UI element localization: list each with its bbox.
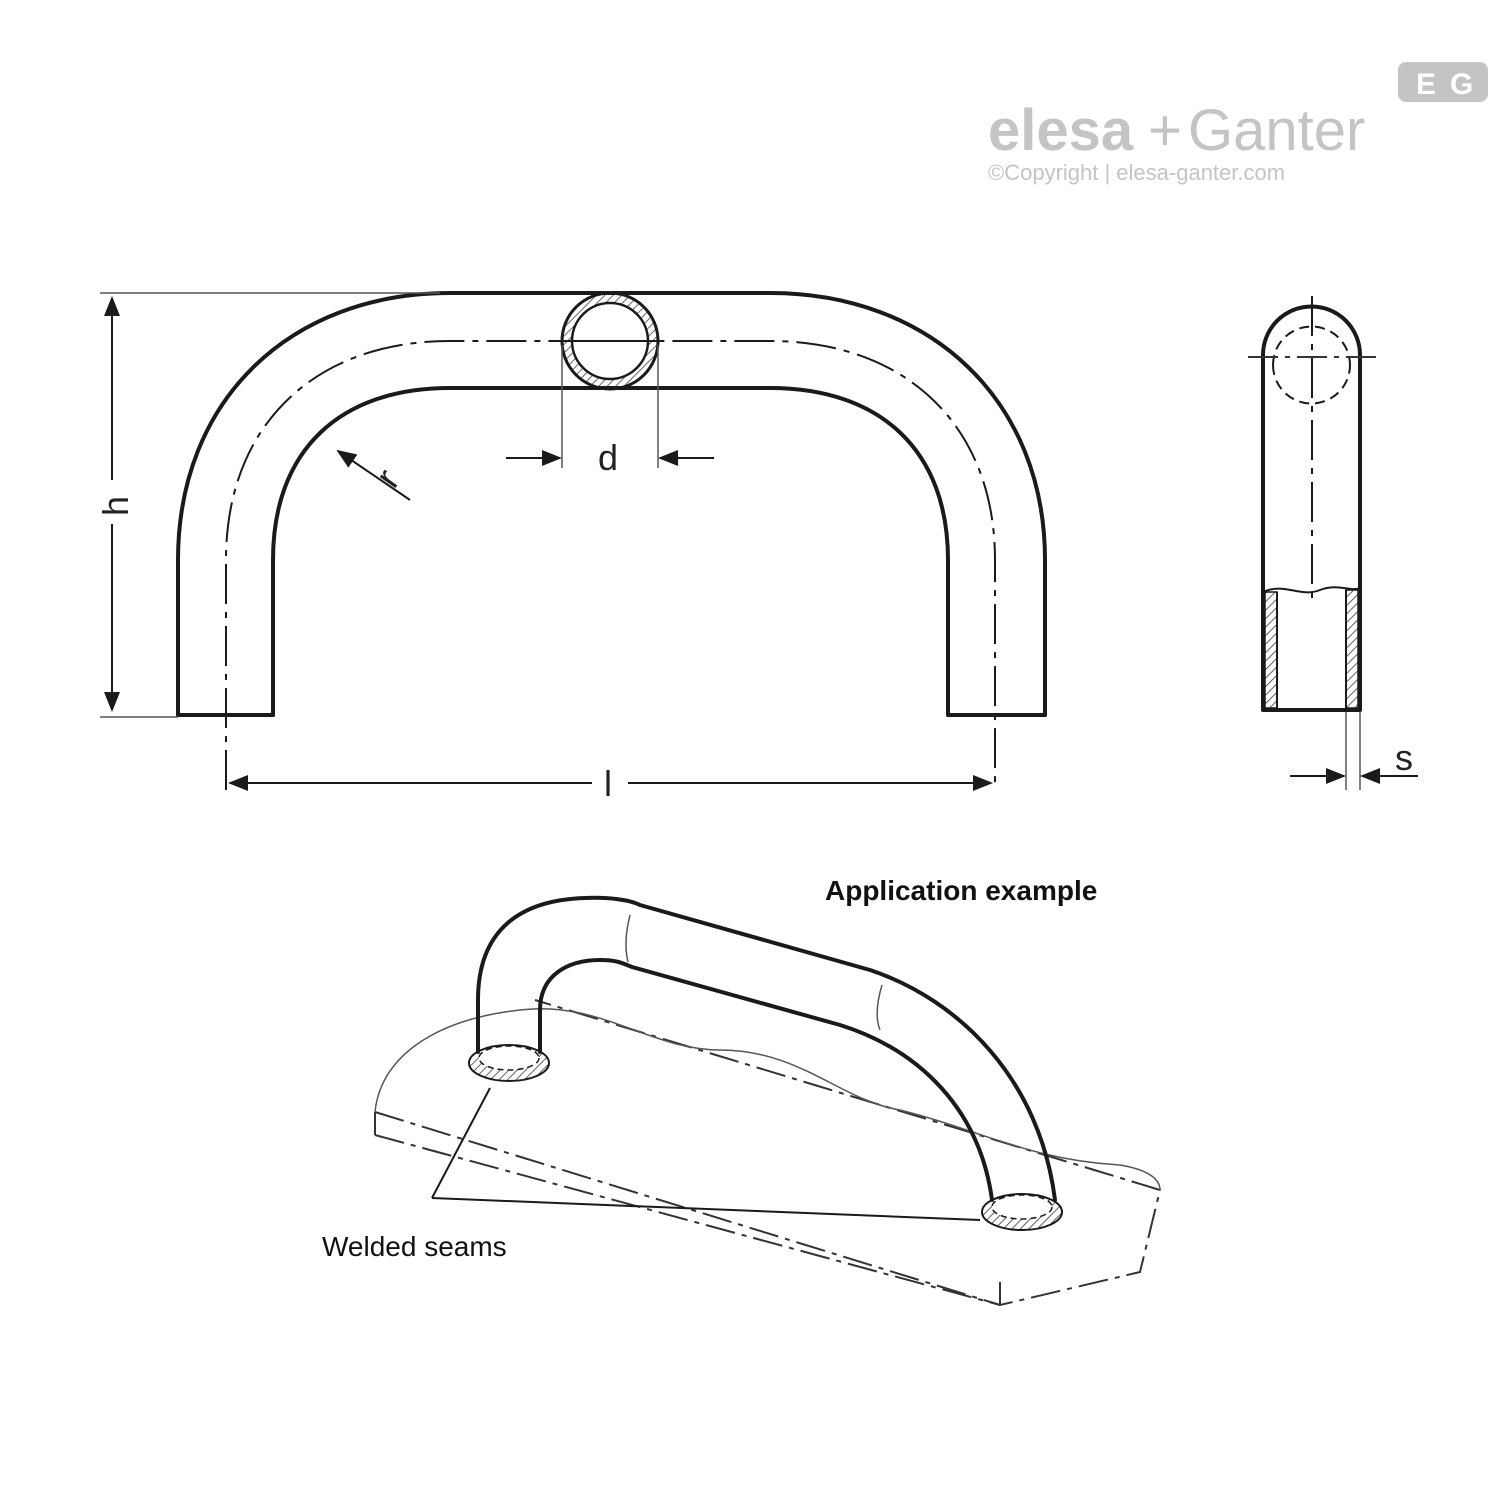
brand-plus: +	[1148, 98, 1182, 163]
wall-thickness-label: s	[1395, 737, 1413, 778]
welded-seams-label: Welded seams	[322, 1231, 507, 1262]
weld-seam-right	[981, 1193, 1063, 1231]
radius-label: r	[367, 461, 407, 494]
radius-dimension: r	[336, 449, 411, 501]
application-example-drawing	[374, 895, 1162, 1307]
tube-cross-section	[560, 291, 660, 391]
diameter-dimension: d	[506, 345, 714, 478]
copyright-notice: ©Copyright | elesa-ganter.com	[988, 160, 1285, 185]
length-label: l	[604, 763, 612, 804]
handle-side-view	[1248, 296, 1378, 712]
length-dimension: l	[228, 763, 993, 804]
brand-name-elesa: elesa	[988, 98, 1134, 163]
handle-front-view	[176, 291, 1047, 790]
wall-thickness-dimension: s	[1290, 712, 1418, 790]
weld-seam-left	[468, 1044, 550, 1082]
brand-logo: elesa + Ganter ©Copyright | elesa-ganter…	[988, 62, 1488, 185]
eg-badge-icon: E G	[1398, 62, 1488, 102]
application-title: Application example	[825, 875, 1097, 906]
height-label: h	[95, 496, 136, 516]
badge-letter-e: E	[1416, 68, 1436, 101]
height-dimension: h	[95, 292, 440, 718]
brand-name-ganter: Ganter	[1188, 98, 1365, 163]
diameter-label: d	[598, 437, 618, 478]
badge-letter-g: G	[1450, 68, 1473, 101]
